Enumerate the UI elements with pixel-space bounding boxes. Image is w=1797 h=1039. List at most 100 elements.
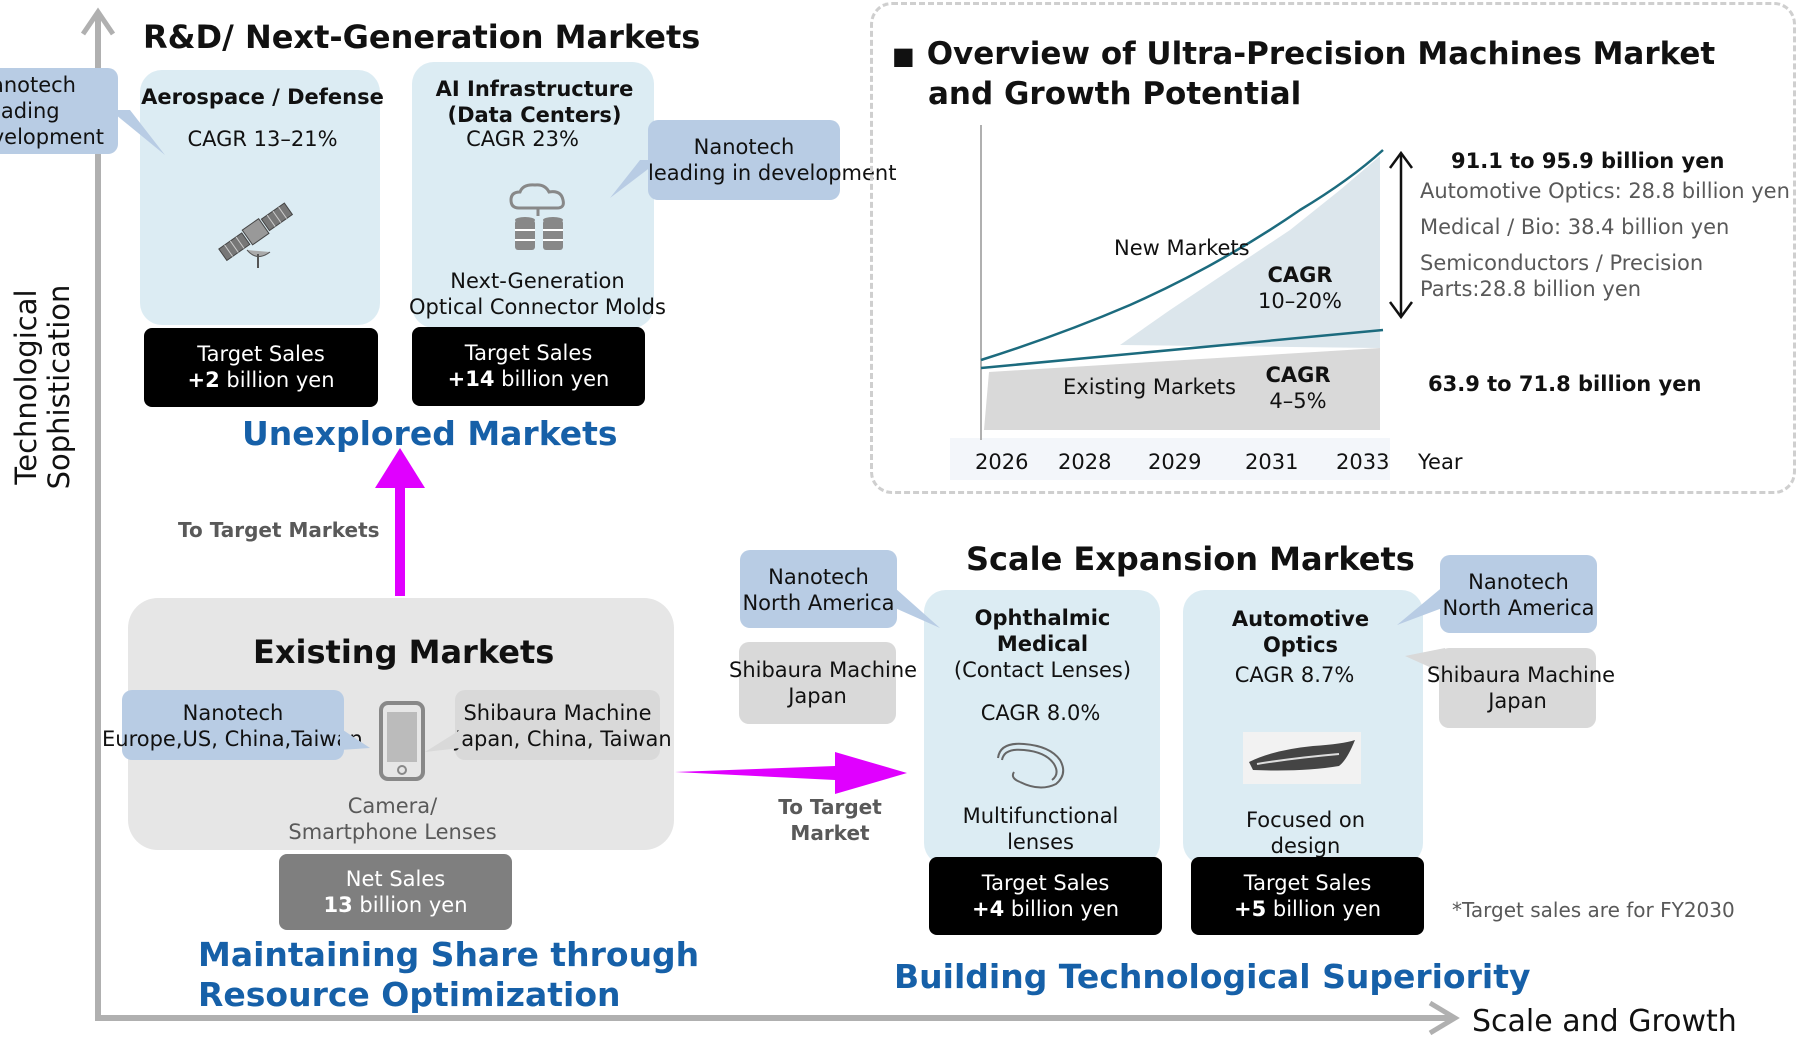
aerospace-cagr: CAGR 13–21% bbox=[187, 127, 338, 151]
na-right-line2: North America bbox=[1442, 596, 1595, 620]
ophthalmic-panel bbox=[924, 590, 1160, 865]
aerospace-target-sales: Target Sales +2 billion yen bbox=[144, 328, 378, 407]
maintaining-share-label: Maintaining Share through Resource Optim… bbox=[198, 935, 699, 1015]
ai-title-line2: (Data Centers) bbox=[447, 103, 622, 127]
new-cagr-value: 10–20% bbox=[1258, 289, 1342, 313]
callout-right-line2: leading in development bbox=[648, 161, 897, 185]
up-arrow bbox=[375, 448, 425, 596]
aerospace-target-value: +2 bbox=[187, 368, 220, 392]
cloud-database-icon bbox=[509, 183, 565, 250]
net-sales-label: Net Sales bbox=[345, 867, 446, 891]
new-markets-line bbox=[980, 149, 1384, 362]
existing-markets-cagr: CAGR 4–5% bbox=[1248, 362, 1348, 414]
callout-pointer-na-right bbox=[1397, 585, 1445, 625]
scale-expansion-title: Scale Expansion Markets bbox=[966, 540, 1415, 578]
overview-panel bbox=[870, 2, 1796, 494]
new-markets-label: New Markets bbox=[1114, 236, 1250, 260]
aerospace-target-unit: billion yen bbox=[219, 368, 335, 392]
automotive-sub: Focused on design bbox=[1183, 807, 1428, 859]
overview-chart: 2026 2028 2029 2031 2033 bbox=[950, 125, 1390, 480]
automotive-target-unit: billion yen bbox=[1266, 897, 1382, 921]
maintaining-line2: Resource Optimization bbox=[198, 975, 621, 1014]
automotive-title-line2: Optics bbox=[1262, 633, 1339, 657]
target-sales-note: *Target sales are for FY2030 bbox=[1452, 898, 1735, 922]
ai-title: AI Infrastructure (Data Centers) bbox=[412, 76, 657, 128]
breakdown-semiconductors-line2: Parts:28.8 billion yen bbox=[1420, 277, 1642, 301]
overview-title-line2: and Growth Potential bbox=[928, 76, 1302, 112]
ai-target-label: Target Sales bbox=[464, 341, 593, 365]
year-axis-label: Year bbox=[1418, 450, 1463, 474]
ophthalmic-sub: Multifunctional lenses bbox=[918, 803, 1163, 855]
callout-shibaura-existing: Shibaura Machine Japan, China, Taiwan bbox=[455, 690, 672, 760]
overview-title: ■Overview of Ultra-Precision Machines Ma… bbox=[892, 35, 1715, 113]
ophthalmic-sub-line1: Multifunctional bbox=[962, 804, 1119, 828]
net-sales-unit: billion yen bbox=[352, 893, 468, 917]
ai-target-value: +14 bbox=[447, 367, 495, 391]
camera-lens-label: Camera/ Smartphone Lenses bbox=[270, 793, 515, 845]
existing-cagr-label: CAGR bbox=[1265, 363, 1331, 387]
ai-sub: Next-Generation Optical Connector Molds bbox=[395, 268, 680, 320]
camera-lens-line2: Smartphone Lenses bbox=[288, 820, 497, 844]
x-axis-arrowhead bbox=[1428, 1000, 1460, 1036]
ai-title-line1: AI Infrastructure bbox=[435, 77, 634, 101]
top-total-value: 91.1 to 95.9 billion yen bbox=[1451, 149, 1725, 173]
breakdown-list: Automotive Optics: 28.8 billion yen Medi… bbox=[1420, 178, 1790, 302]
callout-left-line1: anotech bbox=[0, 73, 76, 97]
camera-lens-line1: Camera/ bbox=[347, 794, 438, 818]
smartphone-icon bbox=[379, 701, 425, 781]
satellite-icon bbox=[218, 202, 294, 268]
callout-right-line1: Nanotech bbox=[693, 135, 795, 159]
x-tick-2033: 2033 bbox=[1336, 450, 1389, 474]
callout-shibaura-japan-left: Shibaura Machine Japan bbox=[729, 642, 917, 724]
callout-nanotech-leading-right: Nanotech leading in development bbox=[648, 120, 897, 200]
x-tick-2031: 2031 bbox=[1245, 450, 1298, 474]
shibaura-right-line2: Japan bbox=[1488, 689, 1547, 713]
maintaining-line1: Maintaining Share through bbox=[198, 935, 700, 974]
callout-nanotech-na-right: Nanotech North America bbox=[1440, 555, 1597, 633]
right-arrow-label-line2: Market bbox=[790, 821, 870, 845]
new-markets-area bbox=[1120, 156, 1380, 348]
ai-cagr: CAGR 23% bbox=[466, 127, 579, 151]
x-tick-2028: 2028 bbox=[1058, 450, 1111, 474]
y-axis-label-line2: Sophistication bbox=[42, 284, 76, 490]
callout-pointer-shibaura-right bbox=[1405, 648, 1445, 674]
automotive-sub-line1: Focused on bbox=[1245, 808, 1366, 832]
bottom-total-value: 63.9 to 71.8 billion yen bbox=[1428, 372, 1702, 396]
callout-left-line3: velopment bbox=[0, 125, 104, 149]
x-axis-label: Scale and Growth bbox=[1472, 1004, 1737, 1039]
callout-left-line2: eading bbox=[0, 99, 60, 123]
automotive-sub-line2: design bbox=[1270, 834, 1341, 858]
net-sales-value: 13 bbox=[323, 893, 353, 917]
ophthalmic-target-unit: billion yen bbox=[1004, 897, 1120, 921]
breakdown-automotive: Automotive Optics: 28.8 billion yen bbox=[1420, 179, 1790, 203]
automotive-title: Automotive Optics bbox=[1178, 606, 1423, 658]
na-left-line2: North America bbox=[742, 591, 895, 615]
ophthalmic-cagr: CAGR 8.0% bbox=[980, 701, 1101, 725]
unexplored-markets-label: Unexplored Markets bbox=[242, 414, 618, 453]
existing-net-sales: Net Sales 13 billion yen bbox=[279, 854, 512, 930]
rd-section-title: R&D/ Next-Generation Markets bbox=[143, 18, 701, 56]
breakdown-semiconductors-line1: Semiconductors / Precision bbox=[1420, 251, 1704, 275]
headlight-icon bbox=[1243, 732, 1361, 784]
nanotech-existing-line1: Nanotech bbox=[182, 701, 284, 725]
ophthalmic-sub-line2: lenses bbox=[1007, 830, 1074, 854]
callout-nanotech-existing: Nanotech Europe,US, China,Taiwan bbox=[102, 690, 363, 760]
callout-pointer-nanotech-existing bbox=[340, 728, 370, 750]
automotive-target-sales: Target Sales +5 billion yen bbox=[1191, 857, 1424, 935]
existing-markets-title: Existing Markets bbox=[253, 633, 555, 671]
breakdown-medical: Medical / Bio: 38.4 billion yen bbox=[1420, 215, 1730, 239]
automotive-cagr: CAGR 8.7% bbox=[1234, 663, 1355, 687]
callout-shibaura-japan-right: Shibaura Machine Japan bbox=[1427, 648, 1615, 728]
ophthalmic-title-line1: Ophthalmic bbox=[974, 606, 1111, 630]
ophthalmic-title-line3: (Contact Lenses) bbox=[953, 658, 1132, 682]
ai-sub-line2: Optical Connector Molds bbox=[409, 295, 666, 319]
na-left-line1: Nanotech bbox=[768, 565, 869, 589]
overview-title-line1: Overview of Ultra-Precision Machines Mar… bbox=[926, 36, 1716, 72]
ophthalmic-target-label: Target Sales bbox=[981, 871, 1110, 895]
nanotech-existing-line2: Europe,US, China,Taiwan bbox=[102, 727, 363, 751]
aerospace-title: Aerospace / Defense bbox=[141, 85, 384, 109]
new-markets-cagr: CAGR 10–20% bbox=[1250, 262, 1350, 314]
automotive-target-label: Target Sales bbox=[1243, 871, 1372, 895]
existing-markets-line bbox=[980, 328, 1384, 370]
